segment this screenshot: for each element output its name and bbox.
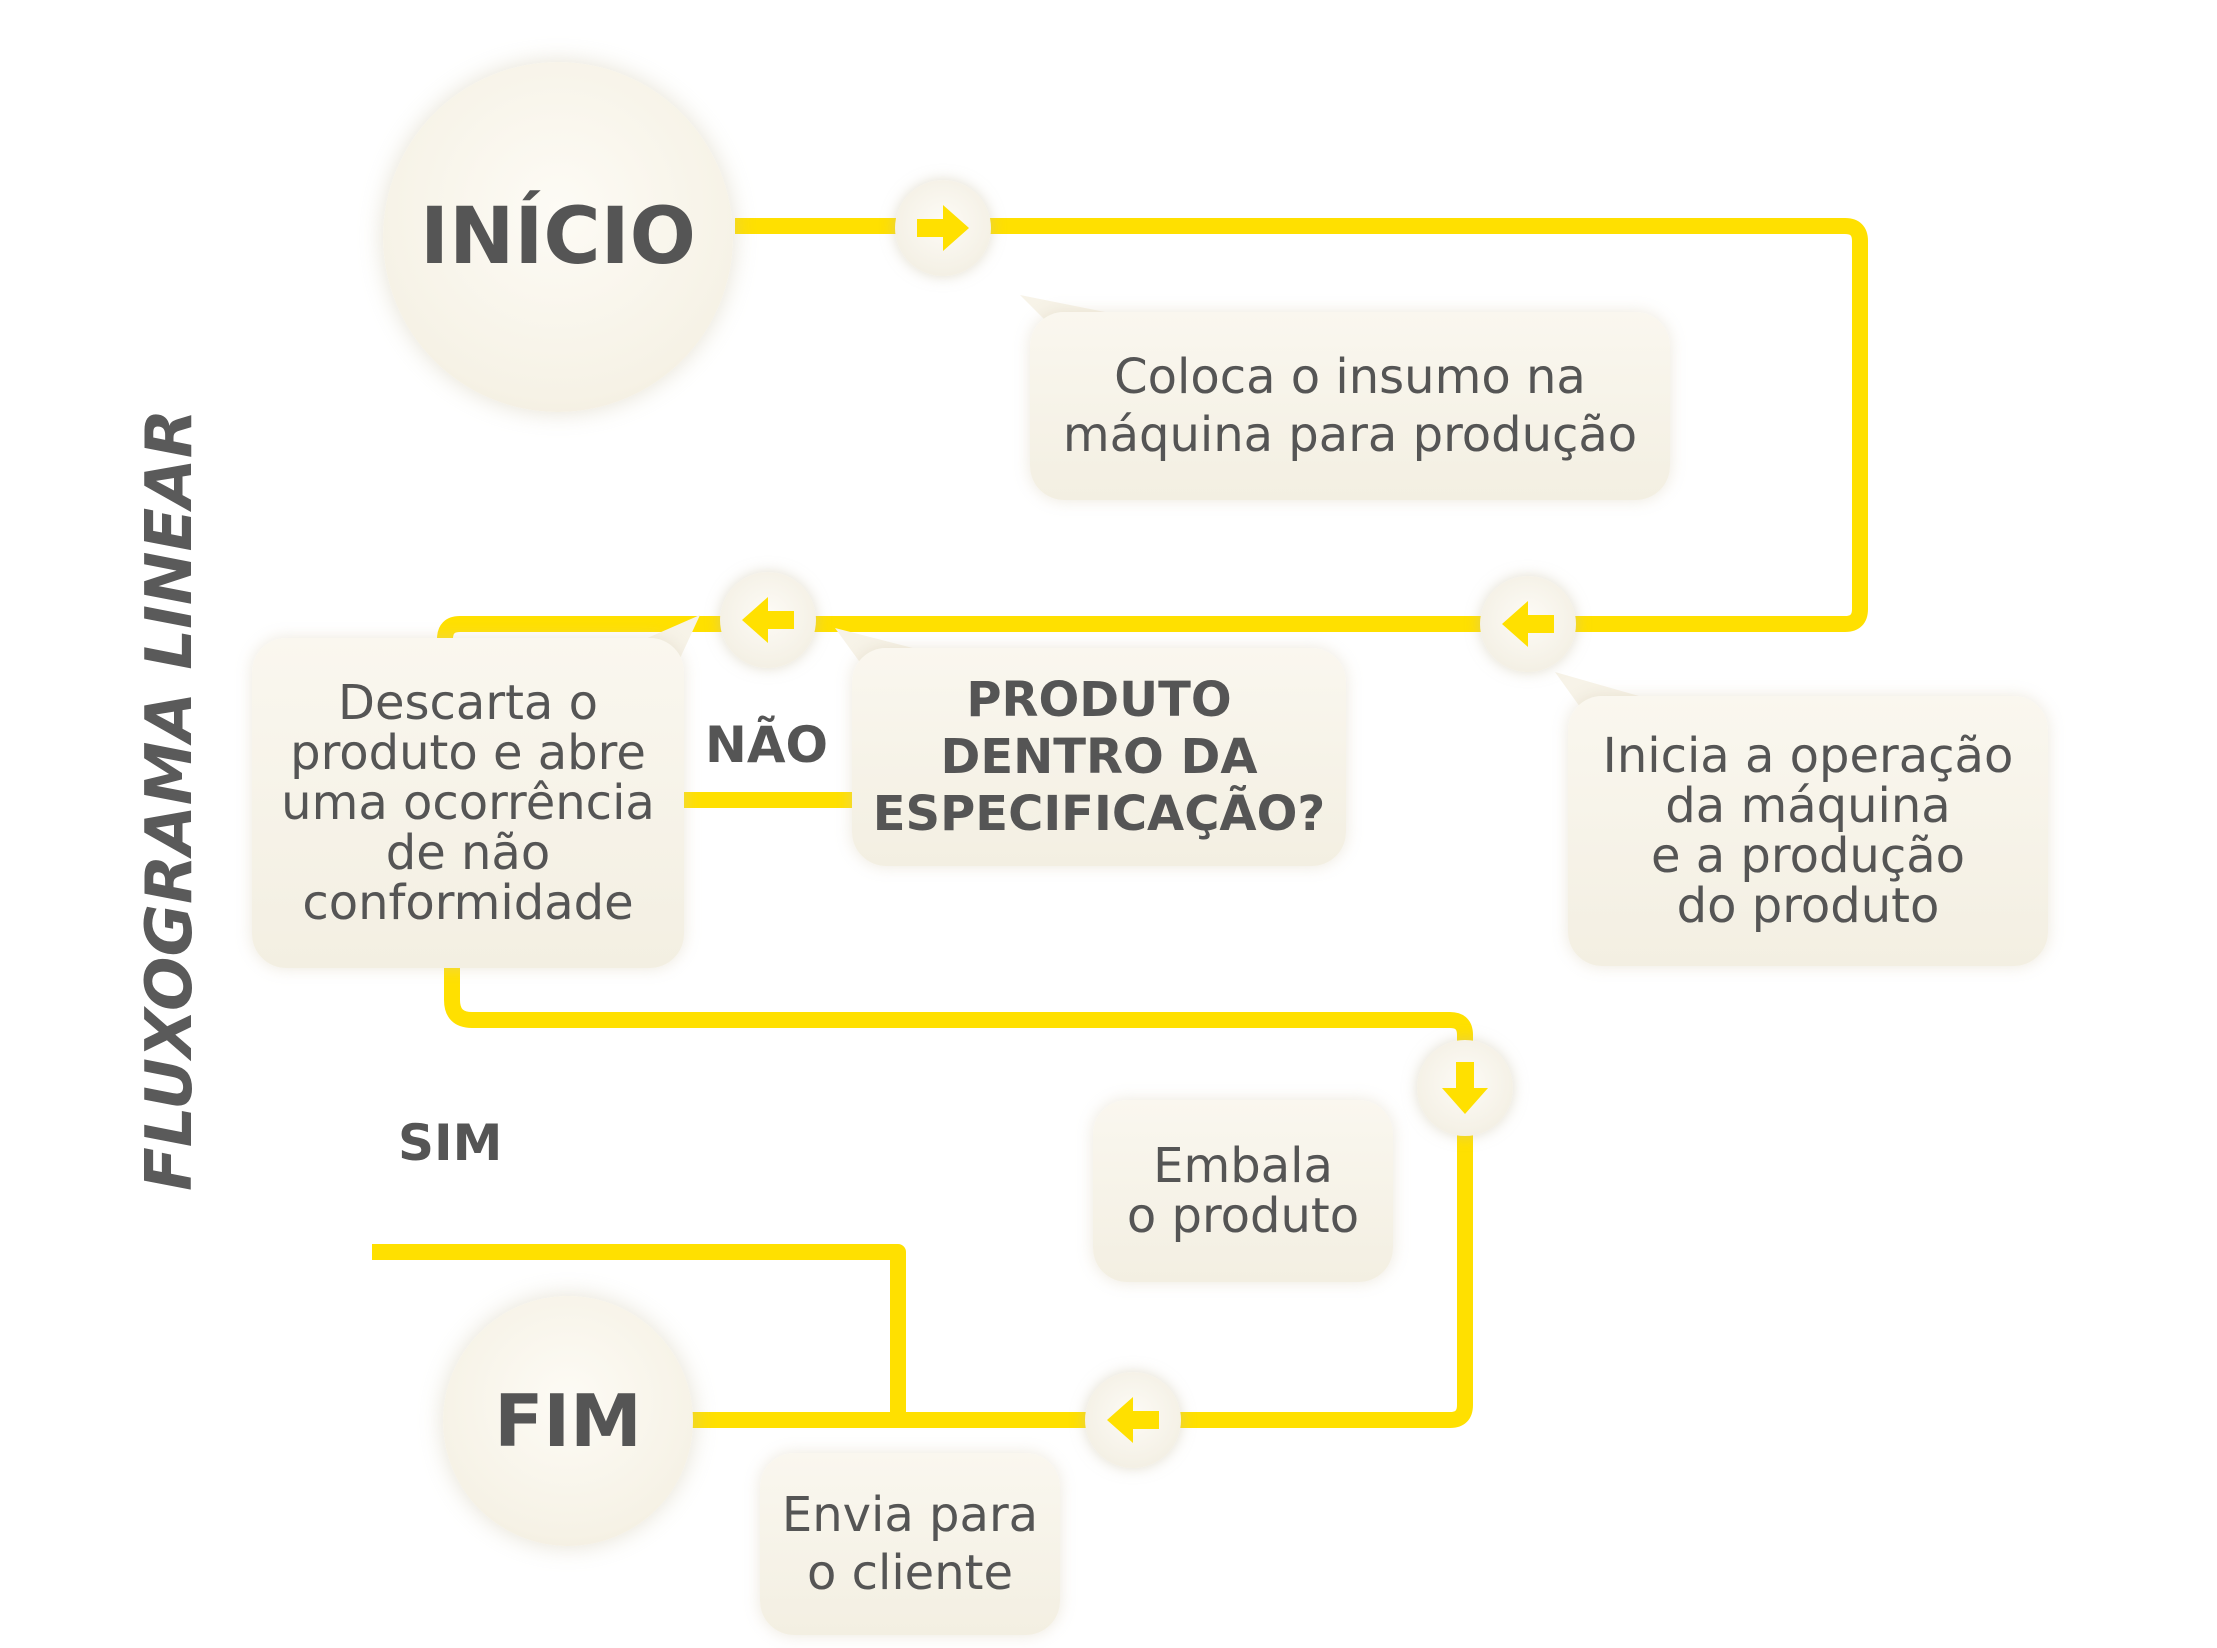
connector-to-pack: [444, 968, 1473, 1428]
start-label: INÍCIO: [420, 192, 696, 282]
step-discard: Descarta o produto e abre uma ocorrência…: [252, 638, 684, 968]
arrow-right-icon: [895, 180, 991, 276]
end-node: FIM: [443, 1296, 693, 1546]
step-load-input: Coloca o insumo na máquina para produção: [1030, 312, 1670, 500]
connector-start-to-operation: [437, 218, 1868, 648]
label-yes: SIM: [398, 1114, 503, 1172]
step-ship: Envia para o cliente: [760, 1453, 1060, 1635]
step-pack: Embala o produto: [1093, 1100, 1393, 1282]
start-node: INÍCIO: [383, 62, 733, 412]
step-start-operation: Inicia a operação da máquina e a produçã…: [1568, 696, 2048, 966]
arrow-left-icon: [1480, 576, 1576, 672]
arrow-left-icon: [720, 572, 816, 668]
arrow-down-icon: [1417, 1040, 1513, 1136]
decision-in-spec: PRODUTO DENTRO DA ESPECIFICAÇÃO?: [852, 648, 1346, 866]
label-no: NÃO: [705, 716, 829, 774]
connector-yes-branch: [372, 1244, 906, 1420]
arrow-left-icon: [1085, 1372, 1181, 1468]
end-label: FIM: [494, 1379, 642, 1463]
